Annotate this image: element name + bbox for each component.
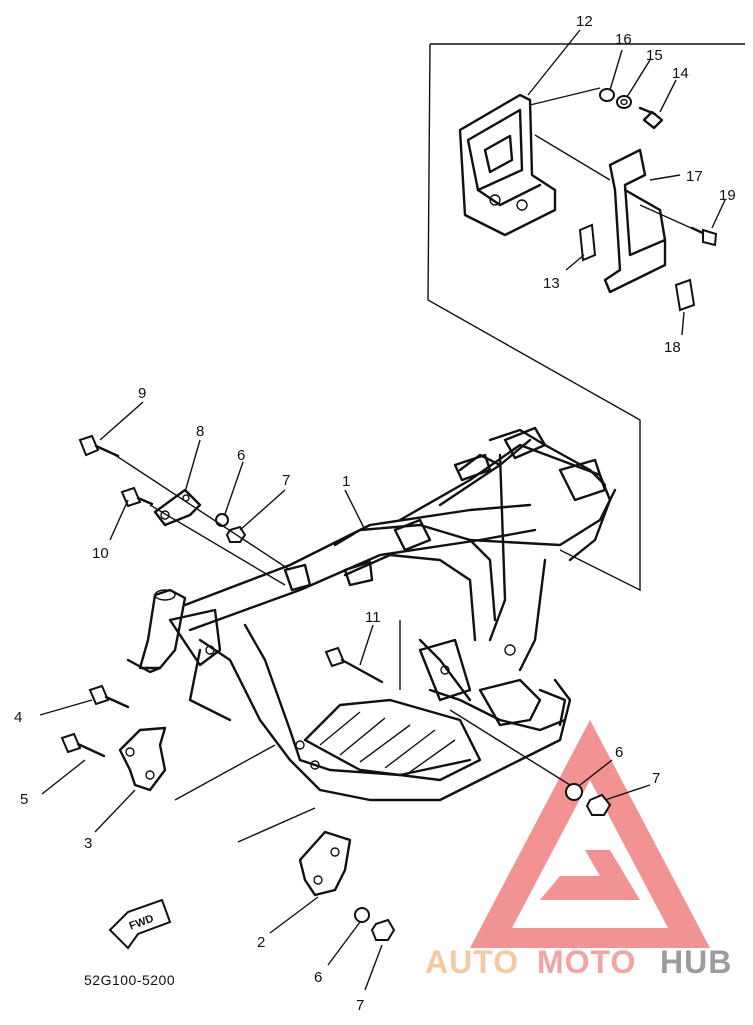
watermark-moto: MOTO <box>537 944 636 980</box>
callout-11: 11 <box>365 609 381 626</box>
callout-10: 10 <box>92 545 109 562</box>
callout-6-top: 6 <box>237 447 245 464</box>
washer-16 <box>599 88 615 102</box>
bolt-11 <box>324 646 384 684</box>
callout-16: 16 <box>615 31 632 48</box>
callout-5: 5 <box>20 791 28 808</box>
washer-6-bottom <box>354 907 370 923</box>
callout-labels: 12 16 15 14 17 19 13 18 9 8 6 7 1 10 11 … <box>14 13 736 1014</box>
bolt-9 <box>78 434 120 458</box>
leader-10 <box>149 504 286 586</box>
callout-17: 17 <box>686 168 703 185</box>
bolt-4 <box>88 684 130 709</box>
callout-8: 8 <box>196 423 204 440</box>
nut-7-bottom <box>370 918 396 941</box>
leader-2 <box>237 807 316 843</box>
watermark-auto: AUTO <box>425 944 519 980</box>
callout-2: 2 <box>257 934 265 951</box>
callout-1: 1 <box>342 473 350 490</box>
callout-13: 13 <box>543 275 560 292</box>
callout-9: 9 <box>138 385 146 402</box>
callout-7-right: 7 <box>652 770 660 787</box>
callout-7-bottom: 7 <box>356 997 364 1014</box>
bolt-19 <box>690 226 718 247</box>
exploded-boundary <box>427 43 745 592</box>
callout-19: 19 <box>719 187 736 204</box>
callout-12: 12 <box>576 13 593 30</box>
leader-6-right <box>449 709 571 786</box>
callout-4: 4 <box>14 709 22 726</box>
washer-15 <box>616 95 632 109</box>
upper-bracket-12 <box>458 87 611 237</box>
bolt-14 <box>638 106 664 130</box>
watermark-text: AUTO MOTO HUB <box>425 944 732 980</box>
callout-18: 18 <box>664 339 681 356</box>
callout-3: 3 <box>84 835 92 852</box>
leader-9 <box>114 454 291 571</box>
nut-7-right <box>585 793 612 816</box>
callout-15: 15 <box>646 47 663 64</box>
bracket-2 <box>298 830 352 897</box>
callout-leaders <box>39 29 726 991</box>
leader-3 <box>174 744 276 801</box>
damper-18 <box>674 278 696 312</box>
damper-13 <box>578 223 597 262</box>
bolt-10 <box>120 486 154 508</box>
diagram-code: 52G100-5200 <box>84 972 175 988</box>
washer-6-top <box>215 513 229 527</box>
watermark-logo <box>470 720 710 948</box>
fwd-arrow-icon: FWD <box>108 898 172 950</box>
watermark-hub: HUB <box>660 944 732 980</box>
callout-6-bottom: 6 <box>314 969 322 986</box>
washer-6-right <box>565 783 583 801</box>
bracket-3 <box>118 726 167 792</box>
callout-14: 14 <box>672 65 689 82</box>
main-frame-1 <box>126 426 617 802</box>
bolt-5 <box>60 732 106 758</box>
bracket-17 <box>603 148 701 294</box>
callout-6-right: 6 <box>615 744 623 761</box>
callout-7-top: 7 <box>282 472 290 489</box>
